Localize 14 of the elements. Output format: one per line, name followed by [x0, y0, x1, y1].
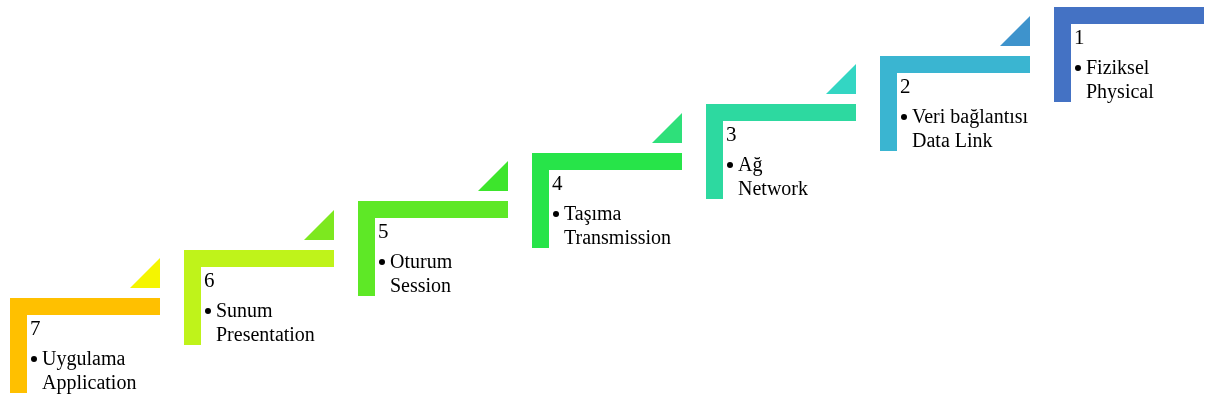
bullet-text: Ağ Network — [738, 152, 808, 200]
bullet-text: Fiziksel Physical — [1086, 55, 1154, 103]
step-number: 6 — [204, 267, 215, 292]
step-number: 7 — [30, 316, 41, 340]
step-number: 5 — [378, 219, 389, 243]
bullet-text: Oturum Session — [390, 249, 453, 297]
step-number: 4 — [552, 170, 563, 195]
step-number: 3 — [726, 122, 737, 146]
step-number: 1 — [1074, 25, 1085, 49]
bullet-text: Uygulama Application — [42, 346, 137, 394]
step-number: 2 — [900, 73, 911, 98]
bullet-text: Veri bağlantısı Data Link — [912, 103, 1029, 152]
bullet-text: Sunum Presentation — [216, 297, 315, 346]
bullet-text: Taşıma Transmission — [564, 200, 672, 249]
